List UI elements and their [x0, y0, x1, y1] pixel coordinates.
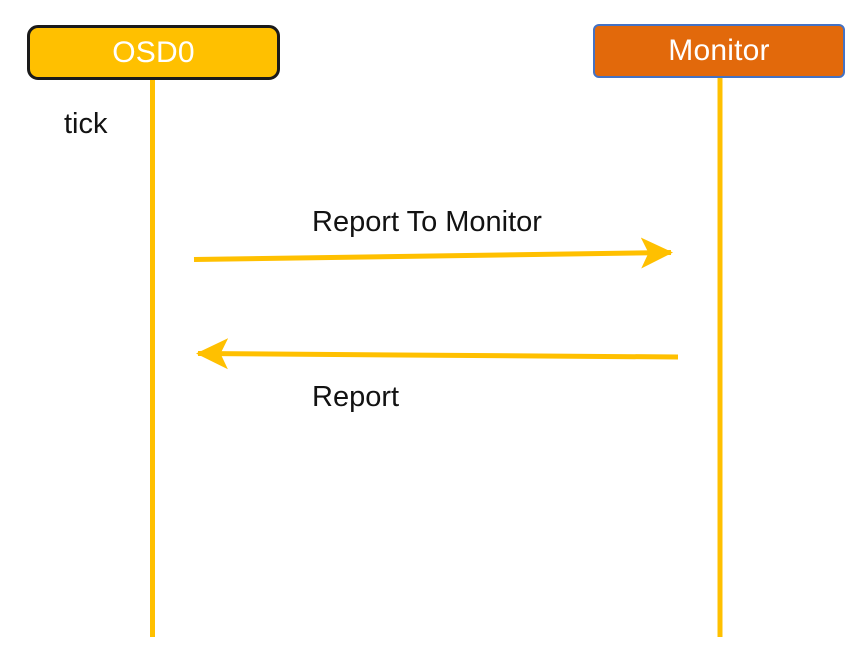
message-label-report-to-monitor: Report To Monitor	[312, 206, 542, 238]
message-arrow-report	[196, 338, 679, 370]
message-label-report: Report	[312, 381, 400, 413]
participant-label-osd0: OSD0	[112, 35, 195, 69]
note-label-tick: tick	[64, 108, 108, 140]
message-arrow-report-to-monitor	[193, 237, 673, 269]
participant-box-osd0[interactable]: OSD0	[27, 25, 280, 80]
participant-box-monitor[interactable]: Monitor	[593, 24, 845, 78]
participant-label-monitor: Monitor	[668, 34, 770, 67]
